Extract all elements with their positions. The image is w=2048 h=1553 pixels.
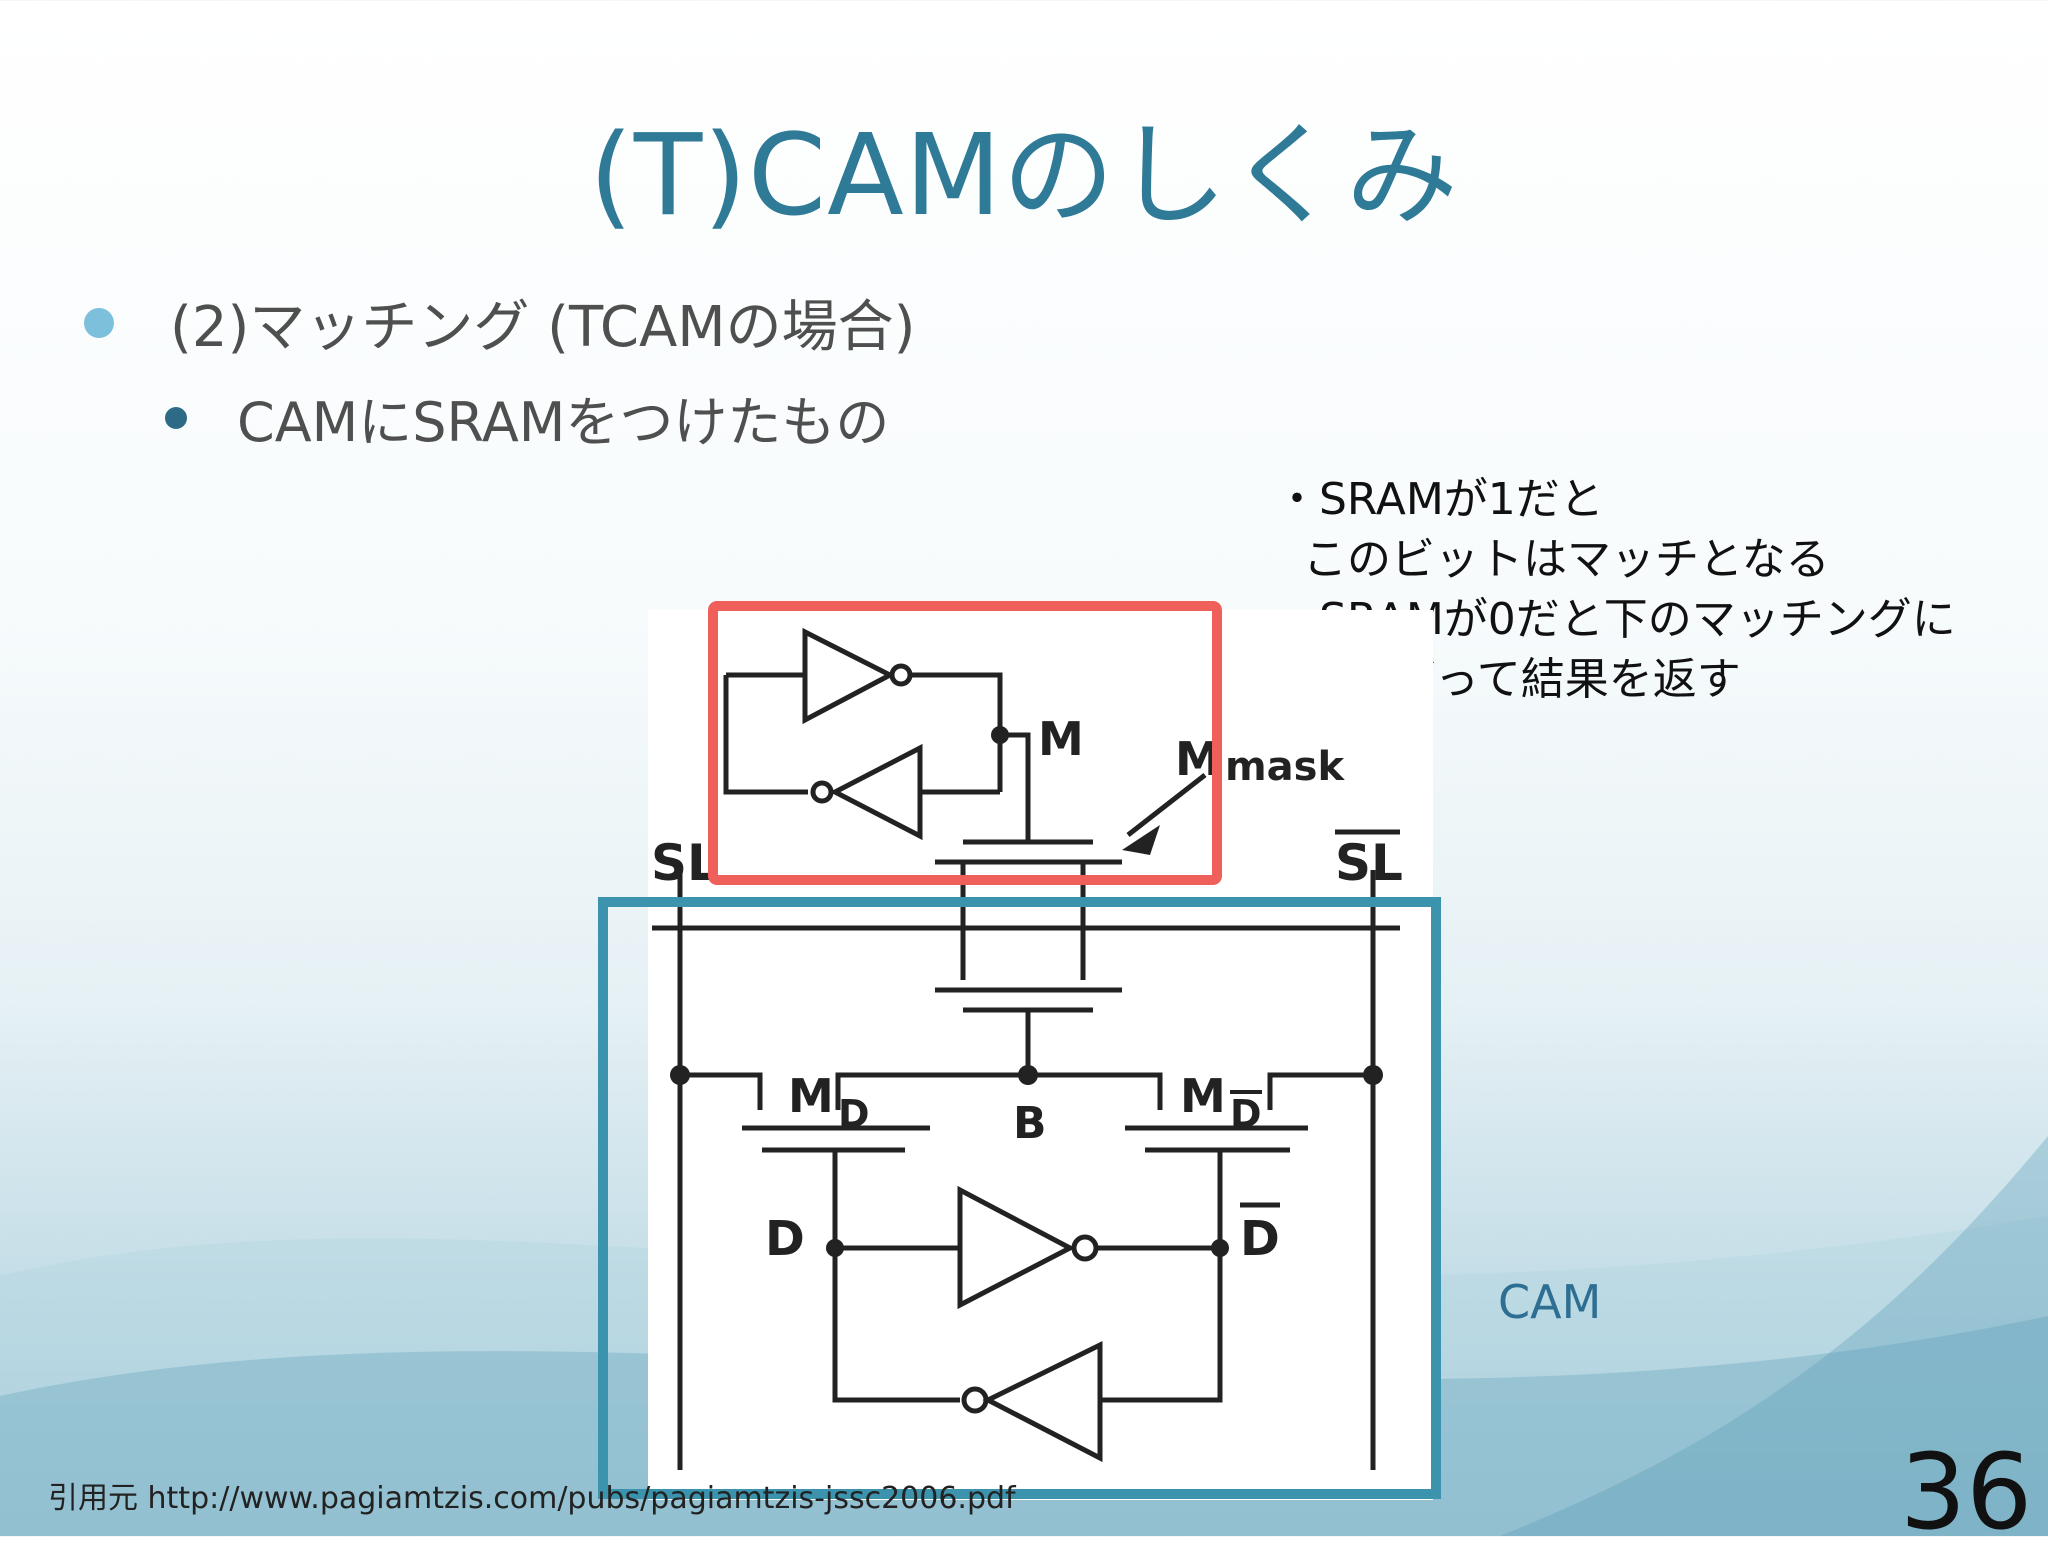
page-number: 36 xyxy=(1900,1431,2033,1553)
label-MDbar: M xyxy=(1180,1069,1226,1123)
bullet-level2: CAMにSRAMをつけたもの xyxy=(165,378,889,457)
label-Dbar: D xyxy=(1240,1211,1280,1267)
bullet-dot-icon xyxy=(84,307,114,338)
label-B: B xyxy=(1013,1098,1047,1149)
label-M: M xyxy=(1038,712,1084,766)
label-SL: SL xyxy=(651,834,719,892)
label-MD: M xyxy=(788,1069,834,1123)
bullet-dot-icon xyxy=(165,406,187,429)
bullet-level1: (2)マッチング (TCAMの場合) xyxy=(84,282,915,363)
label-MDbar-sub: D xyxy=(1230,1092,1262,1136)
source-citation: 引用元 http://www.pagiamtzis.com/pubs/pagia… xyxy=(48,1481,1016,1516)
label-Mmask-sub: mask xyxy=(1225,744,1345,790)
arrow-head-icon xyxy=(1122,825,1160,855)
note-line: このビットはマッチとなる xyxy=(1275,534,1830,585)
circuit-image-background xyxy=(648,610,1433,1500)
sram-highlight-box xyxy=(708,601,1222,885)
slide-title: (T)CAMのしくみ xyxy=(589,111,1459,241)
label-MD-sub: D xyxy=(838,1092,870,1136)
note-line: ・SRAMが1だと xyxy=(1275,474,1604,525)
bullet-level1-text: (2)マッチング (TCAMの場合) xyxy=(170,295,916,360)
cam-highlight-box xyxy=(598,897,1441,1499)
bullet-level2-text: CAMにSRAMをつけたもの xyxy=(237,391,890,454)
label-D: D xyxy=(765,1211,805,1267)
circuit-nodes xyxy=(670,726,1383,1257)
label-SLbar: SL xyxy=(1335,834,1403,892)
cam-label: CAM xyxy=(1498,1275,1602,1329)
